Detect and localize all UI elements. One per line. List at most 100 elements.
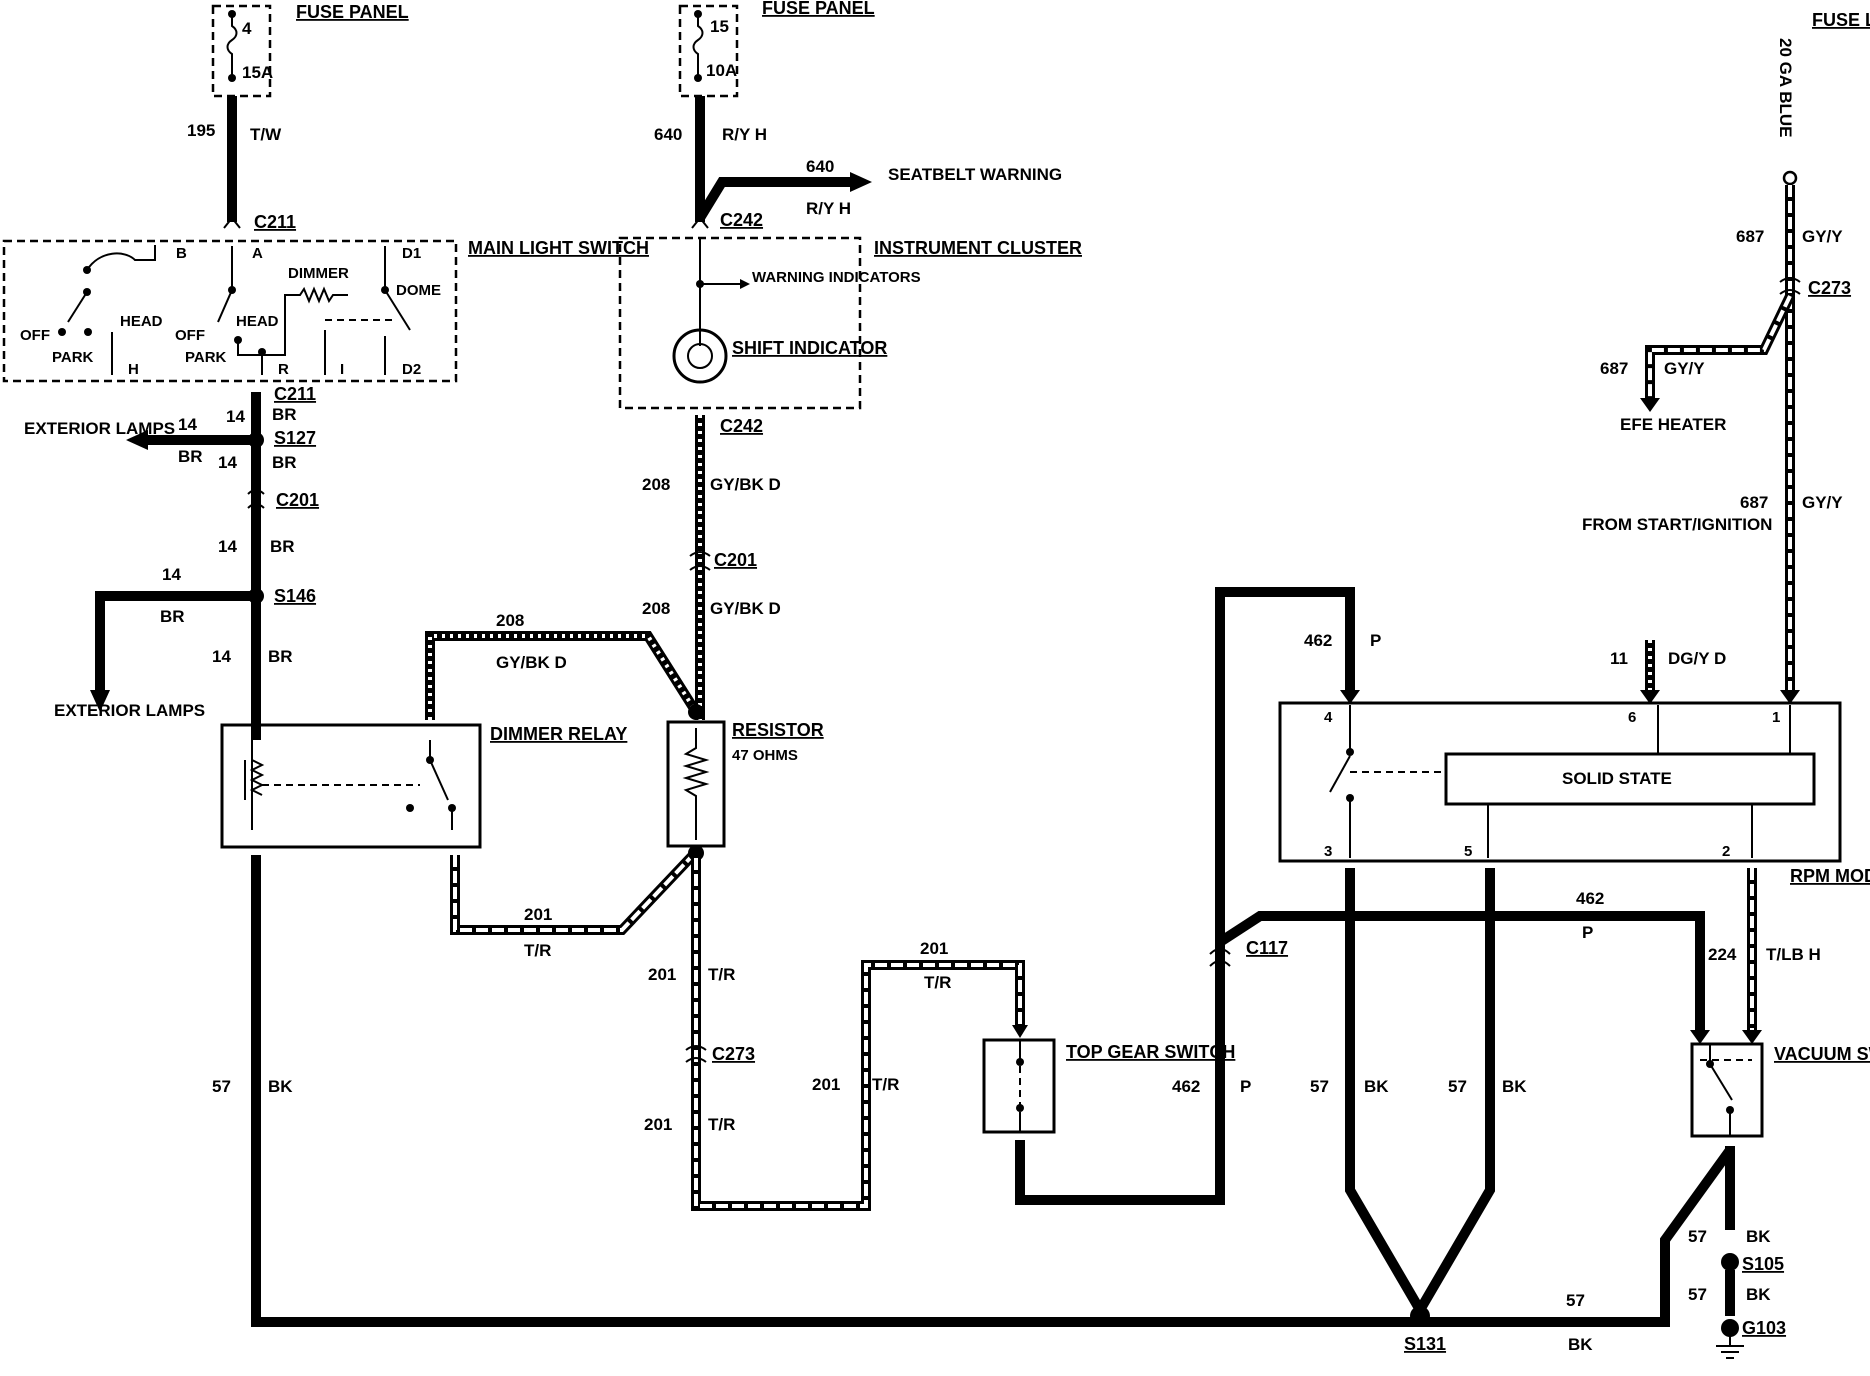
efe-heater-label: EFE HEATER [1620,415,1726,434]
instrument-cluster-title: INSTRUMENT CLUSTER [874,238,1082,258]
label-wires-w687b-color: GY/Y [1664,359,1705,378]
fuse-panel-2: 15 10A FUSE PANEL [678,0,875,98]
connector-c201-left: C201 [276,490,319,510]
label-wires-w687a-color: GY/Y [1802,227,1843,246]
label-wires-w57a-num: 57 [212,1077,231,1096]
label-wires-w11-num: 11 [1610,649,1628,668]
label-wires-w57f-num: 57 [1688,1285,1707,1304]
label-wires-w201b-color: T/R [708,965,735,984]
main-light-switch-title: MAIN LIGHT SWITCH [468,238,649,258]
label-instrument_cluster-shift: SHIFT INDICATOR [732,338,887,358]
label-fuse_panel_2-slot: 15 [710,17,729,36]
fuse-slot: 4 [242,19,252,38]
label-wires-w57a-color: BK [268,1077,293,1096]
connector-c211-top: C211 [254,212,296,232]
label-main_light_switch-labels-park2: PARK [185,349,227,366]
label-wires-w201e-num: 201 [920,939,948,958]
label-wires-w14d-color: BR [270,537,295,556]
label-wires-w640b-color: R/Y H [806,199,851,218]
fuse-link-title: FUSE LINK G [1812,10,1870,30]
instrument-cluster: INSTRUMENT CLUSTER WARNING INDICATORS SH… [618,236,1082,410]
label-wires-w14a-color: BR [272,405,297,424]
label-wires-w11-color: DG/Y D [1668,649,1726,668]
label-main_light_switch-labels-dimmer: DIMMER [288,265,349,282]
label-rpm_module-pins-p2: 2 [1722,843,1730,860]
label-rpm_module-pins-p6: 6 [1628,709,1636,726]
label-wires-w57b-color: BK [1364,1077,1389,1096]
connector-c273-mid: C273 [712,1044,755,1064]
dimmer-relay: DIMMER RELAY [220,723,627,849]
main-light-switch: MAIN LIGHT SWITCH B HEAD OFF PARK H A HE… [2,238,649,383]
label-wires-w687c-num: 687 [1740,493,1768,512]
label-rpm_module-pins-p4: 4 [1324,709,1333,726]
fuse-panel-title: FUSE PANEL [296,2,409,22]
label-fuse_panel_2-rating: 10A [706,61,737,80]
label-rpm_module-pins-p3: 3 [1324,843,1332,860]
splice-s127: S127 [274,428,316,448]
label-wires-w224-color: T/LB H [1766,945,1821,964]
label-wires-w462b-color: P [1370,631,1381,650]
resistor: RESISTOR 47 OHMS [666,704,824,861]
label-wires-w208b-num: 208 [642,599,670,618]
label-wires-w208a-num: 208 [642,475,670,494]
fuse-rating: 15A [242,63,273,82]
top-gear-switch-title: TOP GEAR SWITCH [1066,1042,1235,1062]
splice-s131: S131 [1404,1334,1446,1354]
label-wires-w201c-num: 201 [644,1115,672,1134]
label-main_light_switch-terminals-a: A [252,245,263,262]
dimmer-relay-title: DIMMER RELAY [490,724,627,744]
label-wires-w687c-color: GY/Y [1802,493,1843,512]
splice-s146: S146 [274,586,316,606]
label-wires-w14f-color: BR [268,647,293,666]
label-wires-w201c-color: T/R [708,1115,735,1134]
label-wires-w201d-num: 201 [812,1075,840,1094]
fuse-panel-2-title: FUSE PANEL [762,0,875,18]
rpm-module: SOLID STATE RPM MODULE 4 6 1 3 5 2 [1278,701,1870,886]
resistor-title: RESISTOR [732,720,824,740]
label-wires-w640b-num: 640 [806,157,834,176]
label-main_light_switch-labels-head1: HEAD [120,313,163,330]
label-main_light_switch-terminals-i: I [340,361,344,378]
label-wires-w57d-color: BK [1568,1335,1593,1354]
label-wires-w14c-color: BR [272,453,297,472]
label-wires-w201b-num: 201 [648,965,676,984]
label-wires-w687b-num: 687 [1600,359,1628,378]
label-wires-w201a-color: T/R [524,941,551,960]
label-main_light_switch-terminals-d1: D1 [402,245,421,262]
connector-c211-bot: C211 [274,384,316,404]
exterior-lamps-label-2: EXTERIOR LAMPS [54,701,205,720]
label-wires-w208c-num: 208 [496,611,524,630]
exterior-lamps-label-1: EXTERIOR LAMPS [24,419,175,438]
label-wires-w201d-color: T/R [872,1075,899,1094]
label-wires-w462a-color: P [1240,1077,1251,1096]
label-wires-w57c-num: 57 [1448,1077,1467,1096]
connector-c117: C117 [1246,938,1288,958]
vacuum-switch: VACUUM SWITCH [1690,1042,1870,1138]
label-wires-w687a-num: 687 [1736,227,1764,246]
label-main_light_switch-labels-off2: OFF [175,327,205,344]
label-wires-w14c-num: 14 [218,453,237,472]
connector-c201-mid: C201 [714,550,757,570]
label-wires-w640a-num: 640 [654,125,682,144]
label-main_light_switch-labels-park1: PARK [52,349,94,366]
rpm-module-title: RPM MODULE [1790,866,1870,886]
label-rpm_module-pins-p5: 5 [1464,843,1472,860]
label-wires-w462b-num: 462 [1304,631,1332,650]
label-wires-w57d-num: 57 [1566,1291,1585,1310]
from-start-ignition-label: FROM START/IGNITION [1582,515,1772,534]
vacuum-switch-title: VACUUM SWITCH [1774,1044,1870,1064]
label-wires-w14e-color: BR [160,607,185,626]
label-wires-w14f-num: 14 [212,647,231,666]
wire-195-num: 195 [187,121,215,140]
label-main_light_switch-terminals-h: H [128,361,139,378]
label-main_light_switch-terminals-d2: D2 [402,361,421,378]
label-main_light_switch-labels-dome: DOME [396,282,441,299]
splice-s105: S105 [1742,1254,1784,1274]
fuse-link-wire-spec: 20 GA BLUE [1776,38,1795,138]
label-rpm_module-pins-p1: 1 [1772,709,1780,726]
label-wires-w224-num: 224 [1708,945,1737,964]
solid-state-label: SOLID STATE [1562,769,1672,788]
label-wires-w14e-num: 14 [162,565,181,584]
connector-c242-top: C242 [720,210,763,230]
